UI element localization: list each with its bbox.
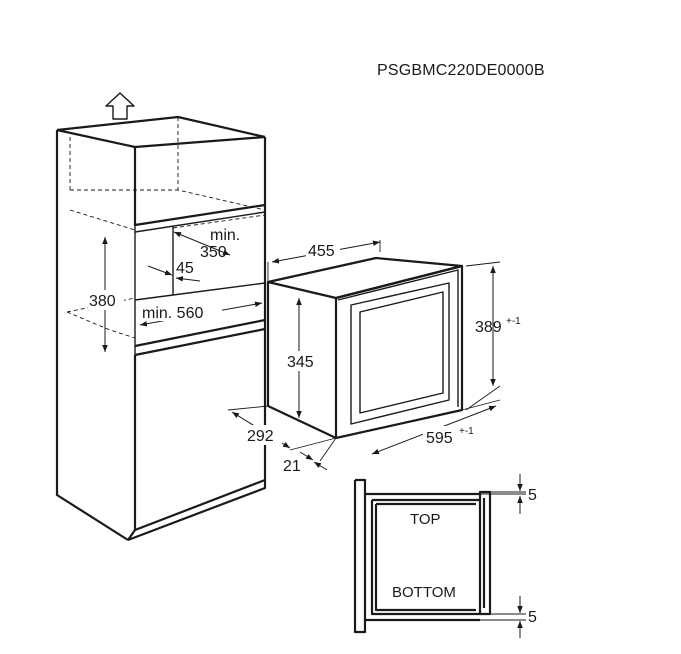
appliance-side-depth-label: 292	[247, 428, 274, 445]
appliance-front-width-tolerance: +-1	[459, 426, 474, 437]
cabinet-gap-label: 45	[176, 260, 194, 277]
cabinet-gap-dimension: 45	[147, 260, 201, 282]
ventilation-arrow-up-icon	[105, 92, 135, 120]
appliance-height-label: 345	[287, 354, 314, 371]
appliance-height-dimension: 345	[285, 298, 321, 418]
appliance-front-offset-label: 21	[283, 458, 301, 475]
cabinet-width-label: min. 560	[142, 305, 203, 322]
appliance-front-height-dimension: 389 +-1	[465, 261, 521, 411]
appliance-front-height-tolerance: +-1	[506, 316, 521, 327]
appliance-front-height-label: 389	[475, 319, 502, 336]
section-top-label: TOP	[410, 511, 441, 528]
section-view	[353, 478, 526, 634]
appliance-depth-dimension: 455	[267, 240, 381, 282]
cabinet-height-label: 380	[89, 293, 116, 310]
model-code: PSGBMC220DE0000B	[377, 62, 545, 79]
appliance-side-depth-dimension: 292	[227, 405, 337, 451]
section-bottom-label: BOTTOM	[392, 584, 456, 601]
cabinet-depth-min-label: min.	[210, 227, 240, 244]
cabinet-depth-min-value: 350	[200, 244, 227, 261]
appliance-3d	[266, 256, 464, 440]
appliance-front-offset-dimension: 21	[283, 437, 337, 475]
section-bottom-clearance-label: 5	[528, 609, 537, 626]
cabinet-depth-dimension: min. 350	[173, 227, 240, 261]
section-top-clearance-label: 5	[528, 487, 537, 504]
appliance-depth-label: 455	[308, 243, 335, 260]
cabinet-height-dimension: 380	[88, 237, 124, 352]
cabinet-width-dimension: min. 560	[139, 301, 263, 327]
tall-cabinet	[55, 115, 267, 542]
section-top-clearance-dimension: 5	[517, 474, 537, 514]
appliance-front-width-label: 595	[426, 430, 453, 447]
appliance-front-width-dimension: 595 +-1	[371, 399, 501, 455]
section-bottom-clearance-dimension: 5	[517, 596, 537, 638]
